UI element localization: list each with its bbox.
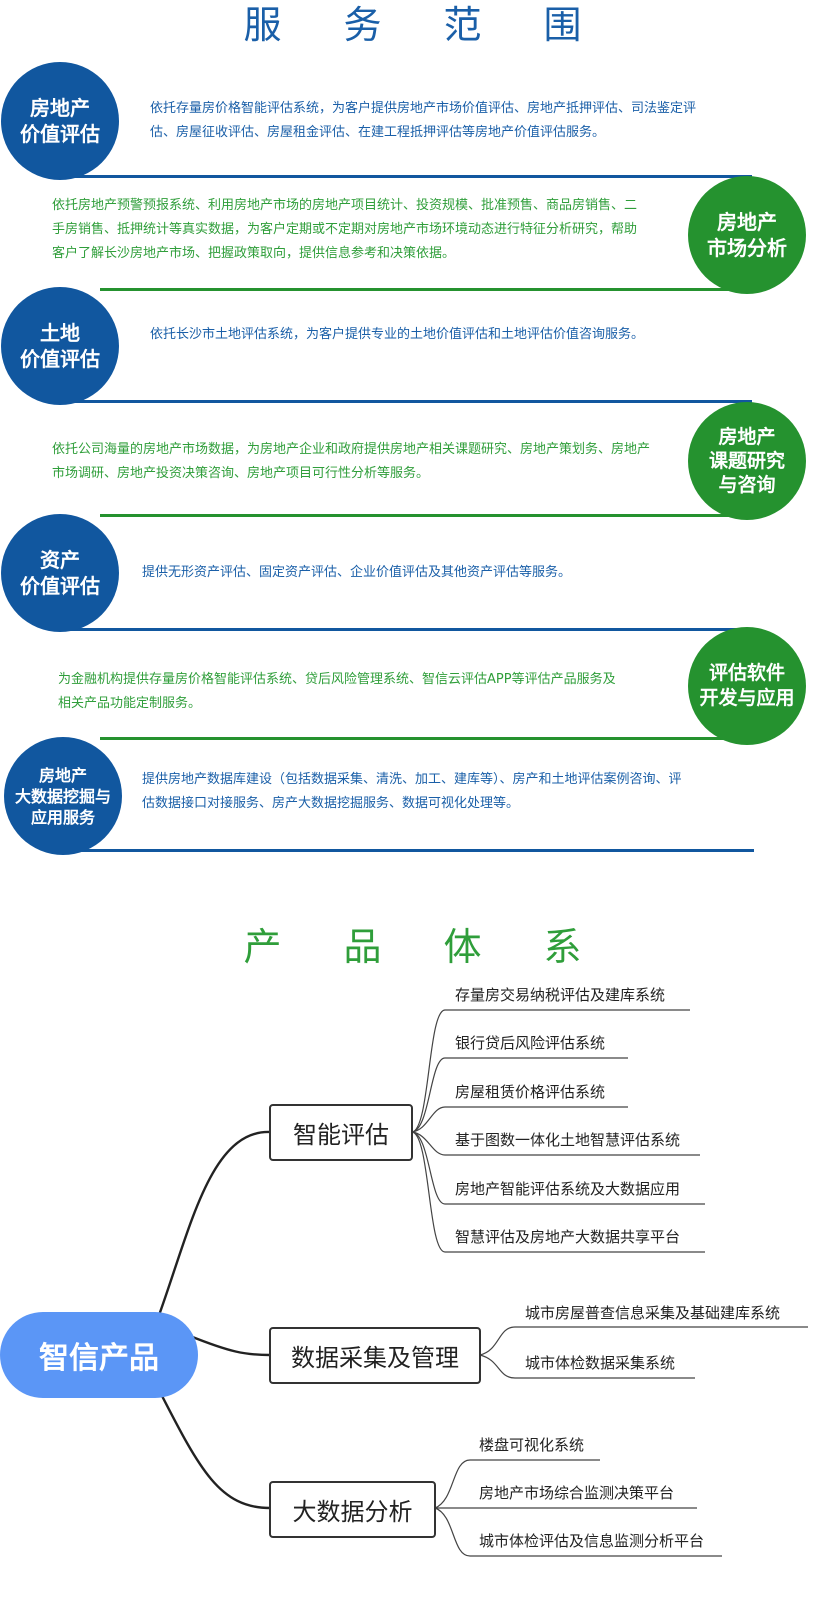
service-title: 房地产 课题研究 与咨询: [708, 426, 785, 496]
title-char: 品: [343, 925, 382, 969]
service-divider-line: [60, 175, 752, 178]
service-divider-line: [60, 400, 752, 403]
title-char: 围: [543, 3, 582, 47]
connector-leaf: [411, 1131, 705, 1205]
connector-root-to-smart-evaluation: [156, 1130, 271, 1319]
connector-leaf: [411, 1131, 705, 1253]
mindmap-branch-big-data-analysis: 大数据分析: [269, 1481, 436, 1538]
title-char: 系: [543, 925, 582, 969]
service-divider-line: [100, 514, 760, 517]
service-circle-software-development: 评估软件 开发与应用: [688, 627, 806, 745]
title-char: 产: [243, 925, 282, 969]
service-title: 房地产 大数据挖掘与 应用服务: [14, 765, 111, 827]
service-description: 依托长沙市土地评估系统，为客户提供专业的土地价值评估和土地评估价值咨询服务。: [150, 327, 645, 342]
connector-root-to-data-collection: [189, 1334, 271, 1357]
mindmap-leaf: 基于图数一体化土地智慧评估系统: [455, 1131, 681, 1149]
mindmap-leaf: 智慧评估及房地产大数据共享平台: [455, 1228, 681, 1246]
connector-leaf: [411, 1009, 690, 1133]
connector-leaf: [479, 1354, 695, 1379]
service-divider-line: [60, 849, 754, 852]
service-description: 依托存量房价格智能评估系统，为客户提供房地产市场价值评估、房地产抵押评估、司法鉴…: [150, 101, 697, 140]
title-char: 服: [243, 3, 282, 47]
connector-leaf: [434, 1507, 722, 1557]
service-title: 资产 价值评估: [20, 548, 100, 598]
service-description: 提供房地产数据库建设（包括数据采集、清洗、加工、建库等）、房产和土地评估案例咨询…: [142, 772, 682, 811]
mindmap-leaf: 银行贷后风险评估系统: [455, 1034, 606, 1052]
service-circle-asset-valuation: 资产 价值评估: [1, 514, 119, 632]
connector-leaf: [411, 1057, 628, 1133]
service-divider-line: [60, 628, 752, 631]
title-char: 体: [443, 925, 482, 969]
mindmap-branch-data-collection: 数据采集及管理: [269, 1327, 481, 1384]
title-char: 务: [343, 3, 382, 47]
service-description: 依托公司海量的房地产市场数据，为房地产企业和政府提供房地产相关课题研究、房地产策…: [52, 442, 651, 481]
mindmap-leaf: 城市体检评估及信息监测分析平台: [479, 1532, 705, 1550]
service-divider-line: [100, 288, 760, 291]
service-circle-big-data-mining: 房地产 大数据挖掘与 应用服务: [4, 737, 122, 855]
service-divider-line: [100, 737, 760, 740]
connector-root-to-big-data: [158, 1391, 271, 1510]
products-section-title: 产 品 体 系: [0, 928, 825, 966]
mindmap-leaf: 房屋租赁价格评估系统: [455, 1083, 606, 1101]
service-description: 依托房地产预警预报系统、利用房地产市场的房地产项目统计、投资规模、批准预售、商品…: [52, 198, 638, 261]
service-title: 房地产 市场分析: [707, 210, 787, 260]
service-circle-real-estate-valuation: 房地产 价值评估: [1, 62, 119, 180]
service-circle-research-consulting: 房地产 课题研究 与咨询: [688, 402, 806, 520]
services-section-title: 服 务 范 围: [0, 6, 825, 44]
service-description: 提供无形资产评估、固定资产评估、企业价值评估及其他资产评估等服务。: [142, 565, 572, 580]
mindmap-leaf: 存量房交易纳税评估及建库系统: [455, 986, 666, 1004]
mindmap-leaf: 楼盘可视化系统: [479, 1436, 585, 1454]
mindmap-leaf: 城市体检数据采集系统: [525, 1354, 676, 1372]
connector-leaf: [411, 1106, 628, 1133]
mindmap-branch-smart-evaluation: 智能评估: [269, 1104, 413, 1161]
service-title: 评估软件 开发与应用: [699, 662, 795, 709]
connector-leaf: [479, 1326, 808, 1356]
service-title: 房地产 价值评估: [20, 96, 100, 146]
service-circle-land-valuation: 土地 价值评估: [1, 287, 119, 405]
mindmap-leaf: 城市房屋普查信息采集及基础建库系统: [525, 1304, 781, 1322]
service-title: 土地 价值评估: [20, 321, 100, 371]
title-char: 范: [443, 3, 482, 47]
mindmap-leaf: 房地产市场综合监测决策平台: [479, 1484, 675, 1502]
connector-leaf: [434, 1459, 600, 1509]
connector-leaf: [411, 1131, 700, 1156]
mindmap-leaf: 房地产智能评估系统及大数据应用: [455, 1180, 681, 1198]
service-description: 为金融机构提供存量房价格智能评估系统、贷后风险管理系统、智信云评估APP等评估产…: [58, 672, 616, 711]
mindmap-root-node: 智信产品: [0, 1312, 198, 1398]
service-circle-market-analysis: 房地产 市场分析: [688, 176, 806, 294]
